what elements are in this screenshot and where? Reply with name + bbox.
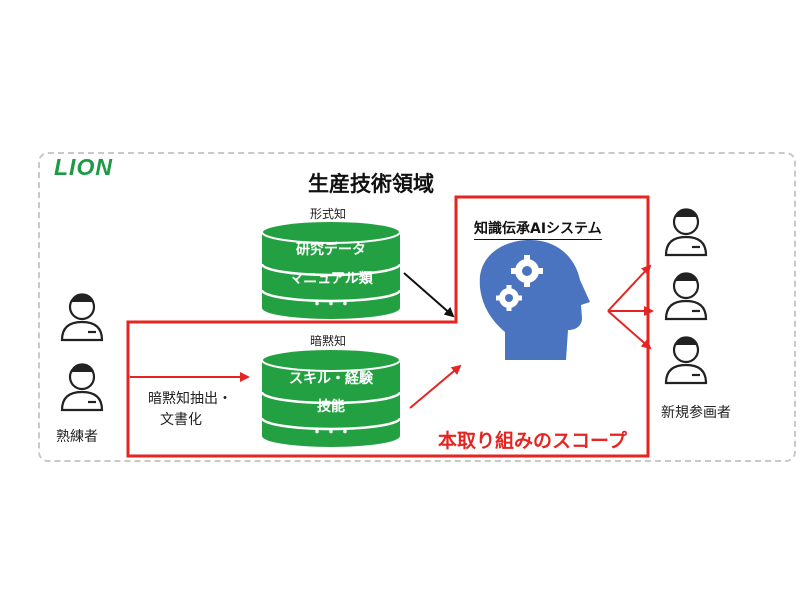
db-item-techniques: 技能 [317, 399, 345, 415]
arrow-icon [607, 310, 652, 350]
person-icon [60, 363, 104, 412]
db-item-research-data: 研究データ [296, 242, 366, 258]
ai-system-label: 知識伝承AIシステム [474, 218, 602, 240]
db-item-ellipsis: ・・・ [310, 297, 352, 313]
scope-outline [126, 195, 650, 458]
database-icon [260, 220, 402, 319]
db-item-skills: スキル・経験 [289, 371, 373, 387]
newcomers-label: 新規参画者 [661, 405, 731, 421]
db-item-ellipsis: ・・・ [310, 425, 352, 441]
arrow-icon [403, 272, 455, 318]
experts-label: 熟練者 [56, 429, 98, 445]
extraction-label-line1: 暗黙知抽出・ [148, 391, 232, 407]
person-icon [664, 272, 708, 321]
db-item-manuals: マニュアル類 [289, 271, 373, 287]
explicit-knowledge-label: 形式知 [310, 207, 347, 221]
person-icon [60, 293, 104, 342]
person-icon [664, 208, 708, 257]
person-icon [664, 336, 708, 385]
arrow-icon [409, 364, 462, 409]
lion-logo: LION [54, 154, 113, 180]
domain-frame [38, 152, 796, 462]
page-title: 生産技術領域 [308, 172, 434, 196]
database-icon [260, 348, 402, 447]
tacit-knowledge-label: 暗黙知 [310, 334, 347, 348]
extraction-label-line2: 文書化 [160, 412, 202, 428]
arrow-icon [607, 264, 652, 312]
scope-label: 本取り組みのスコープ [438, 430, 627, 452]
brain-gears-icon [479, 240, 590, 360]
